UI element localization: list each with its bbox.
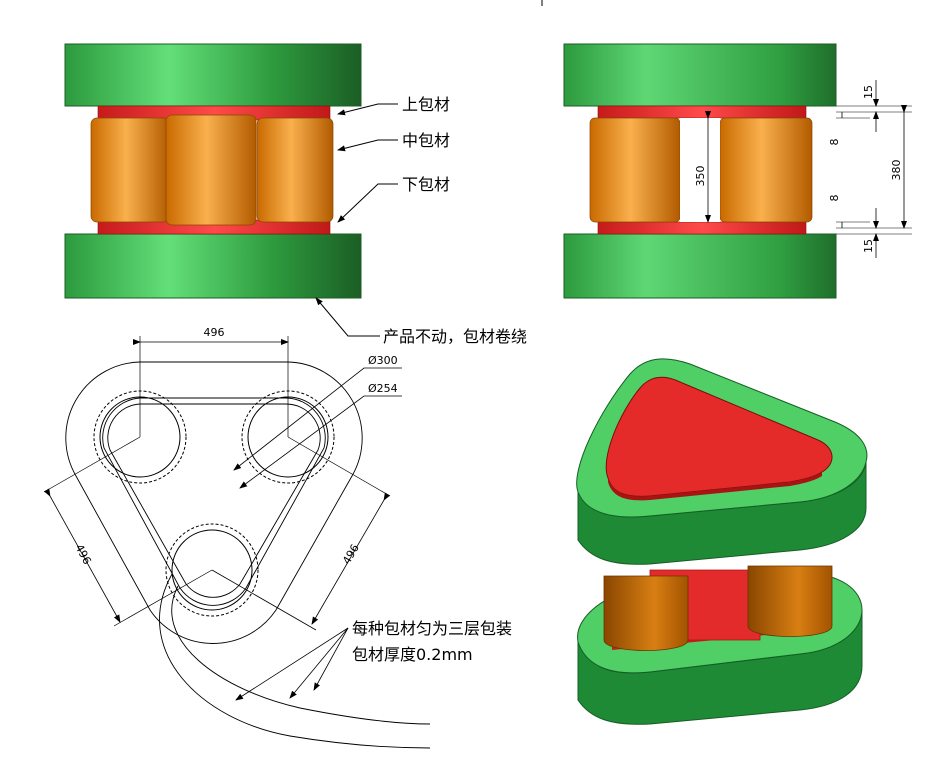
dim-diameter-inner: Ø254	[368, 382, 398, 395]
dim-bottom-gap: 15	[862, 239, 875, 253]
note-line-2: 包材厚度0.2mm	[352, 645, 473, 664]
iso-cylinder-right	[747, 565, 833, 637]
top-plate	[64, 43, 362, 107]
label-upper-wrap: 上包材	[402, 95, 450, 114]
cylinder-middle	[165, 114, 257, 226]
leader-middle-wrap	[337, 139, 398, 152]
dim-diameter-outer: Ø300	[368, 354, 398, 367]
dim-center-right: 496	[340, 542, 362, 567]
isometric-view	[576, 358, 868, 725]
side-cylinder-left	[589, 117, 681, 223]
bottom-plate	[64, 233, 362, 299]
dim-lower-band: 8	[828, 195, 841, 202]
label-product-note: 产品不动，包材卷绕	[383, 327, 527, 346]
note-line-1: 每种包材匀为三层包装	[352, 619, 512, 638]
side-gap	[680, 118, 720, 222]
label-lower-wrap: 下包材	[402, 175, 450, 194]
outer-outline	[65, 361, 363, 644]
leader-lower-wrap	[337, 183, 398, 223]
circle-bottom-outer	[165, 523, 259, 617]
cylinder-left	[90, 117, 170, 223]
plan-view	[43, 336, 431, 749]
cylinder-right	[256, 117, 334, 223]
dim-center-left: 496	[72, 542, 93, 567]
dim-inner-height: 350	[694, 166, 707, 187]
side-bottom-plate	[563, 233, 837, 299]
leader-upper-wrap	[337, 103, 398, 116]
side-view: 350 15 8 380 8 15	[563, 43, 912, 299]
leader-product	[315, 297, 380, 337]
side-top-plate	[563, 43, 837, 107]
side-upper-band	[597, 105, 807, 119]
dim-center-top: 496	[204, 326, 225, 339]
dim-total-height: 380	[890, 160, 903, 181]
side-cylinder-right	[719, 117, 813, 223]
dim-top-gap: 15	[862, 85, 875, 99]
dim-upper-band: 8	[828, 139, 841, 146]
side-lower-band	[597, 221, 807, 235]
iso-cylinder-left	[603, 575, 689, 651]
label-middle-wrap: 中包材	[402, 131, 450, 150]
front-view: 上包材 中包材 下包材 产品不动，包材卷绕	[64, 43, 527, 346]
